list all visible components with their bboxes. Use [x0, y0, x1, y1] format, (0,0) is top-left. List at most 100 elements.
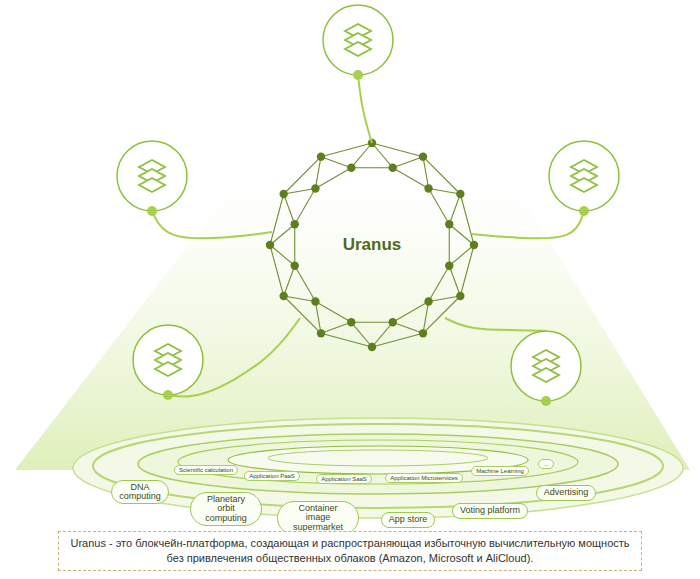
port-dot	[163, 390, 173, 400]
mesh-link	[284, 194, 295, 224]
link-wire	[445, 318, 546, 331]
layer-icon	[345, 42, 371, 56]
mesh-link	[295, 266, 316, 302]
icon-circle	[323, 5, 393, 75]
mesh-link	[321, 333, 372, 347]
mesh-dot	[279, 190, 287, 198]
mesh-dot	[445, 220, 453, 228]
platform-ring	[178, 440, 578, 484]
application-pill: Container image supermarket	[277, 501, 359, 535]
port-dot	[147, 206, 157, 216]
mesh-link	[351, 322, 372, 347]
node-label: Voting platform	[460, 506, 520, 515]
mesh-link	[449, 266, 460, 296]
mesh-link	[321, 157, 351, 168]
mesh-link	[429, 188, 461, 194]
mesh-link	[460, 245, 474, 296]
layer-icon	[571, 178, 597, 192]
more-pill: ...	[538, 459, 553, 469]
link-wire	[358, 75, 372, 143]
mesh-dot	[291, 262, 299, 270]
mesh-link	[423, 157, 429, 189]
platform-ring	[73, 418, 683, 518]
node-label: ...	[543, 461, 548, 467]
application-pill: Voting platform	[452, 503, 528, 518]
service-pill: Application Microservices	[385, 473, 463, 483]
mesh-link	[372, 143, 423, 157]
icon-circle	[549, 141, 619, 211]
icon-circle	[117, 141, 187, 211]
mesh-link	[449, 194, 460, 224]
mesh-link	[294, 224, 295, 265]
mesh-link	[270, 245, 295, 266]
mesh-link	[393, 322, 423, 333]
network-hub: Uranus	[339, 231, 406, 259]
icon-circle	[133, 325, 203, 395]
mesh-link	[315, 157, 321, 189]
mesh-link	[429, 266, 450, 302]
mesh-link	[284, 296, 321, 333]
node-label: App store	[389, 515, 428, 524]
mesh-link	[315, 302, 321, 334]
mesh-link	[449, 245, 474, 266]
mesh-dot	[470, 241, 478, 249]
mesh-link	[423, 302, 429, 334]
mesh-dot	[456, 190, 464, 198]
mesh-dot	[317, 329, 325, 337]
mesh-link	[295, 188, 316, 224]
mesh-link	[284, 266, 295, 296]
node-label: Planetary orbit computing	[198, 495, 254, 523]
mesh-link	[372, 143, 393, 168]
node-label: Application SaaS	[321, 476, 367, 482]
mesh-link	[351, 322, 392, 323]
mesh-link	[449, 224, 450, 265]
layer-icon	[155, 362, 181, 376]
mesh-dot	[347, 164, 355, 172]
mesh-dot	[279, 292, 287, 300]
platform-ring	[228, 446, 528, 474]
mesh-link	[351, 143, 372, 168]
node-icon	[117, 141, 187, 216]
mesh-link	[270, 245, 284, 296]
mesh-dot	[456, 292, 464, 300]
mesh-link	[284, 188, 316, 194]
node-label: Application PaaS	[249, 473, 295, 479]
mesh-dot	[311, 184, 319, 192]
node-icon	[133, 325, 203, 400]
node-label: Application Microservices	[390, 475, 458, 481]
mesh-link	[393, 168, 429, 189]
mesh-dot	[347, 318, 355, 326]
application-pill: App store	[381, 512, 436, 527]
mesh-dot	[266, 241, 274, 249]
layer-icon	[139, 178, 165, 192]
icon-circle	[511, 331, 581, 401]
caption: Uranus - это блокчейн-платформа, создающ…	[58, 531, 642, 571]
application-pill: Planetary orbit computing	[190, 492, 262, 526]
mesh-dot	[317, 152, 325, 160]
mesh-link	[393, 302, 429, 323]
node-label: Advertising	[544, 488, 589, 497]
mesh-link	[372, 322, 393, 347]
mesh-link	[429, 188, 450, 224]
application-pill: DNA computing	[111, 480, 169, 505]
mesh-link	[423, 296, 460, 333]
platform-ring	[93, 424, 663, 508]
mesh-link	[351, 167, 392, 168]
service-pill: Scientific calculation	[174, 465, 238, 475]
node-label: Scientific calculation	[179, 467, 233, 473]
service-pill: Application PaaS	[244, 471, 300, 481]
port-dot	[579, 206, 589, 216]
mesh-link	[460, 194, 474, 245]
mesh-link	[321, 143, 372, 157]
mesh-dot	[424, 184, 432, 192]
node-label: Machine Learning	[476, 468, 524, 474]
service-pill: Machine Learning	[471, 466, 529, 476]
node-icon	[549, 141, 619, 216]
mesh-link	[449, 224, 474, 245]
mesh-dot	[389, 318, 397, 326]
node-icon	[511, 331, 581, 406]
mesh-link	[423, 157, 460, 194]
mesh-dot	[389, 164, 397, 172]
port-dot	[541, 396, 551, 406]
mesh-link	[429, 296, 461, 302]
